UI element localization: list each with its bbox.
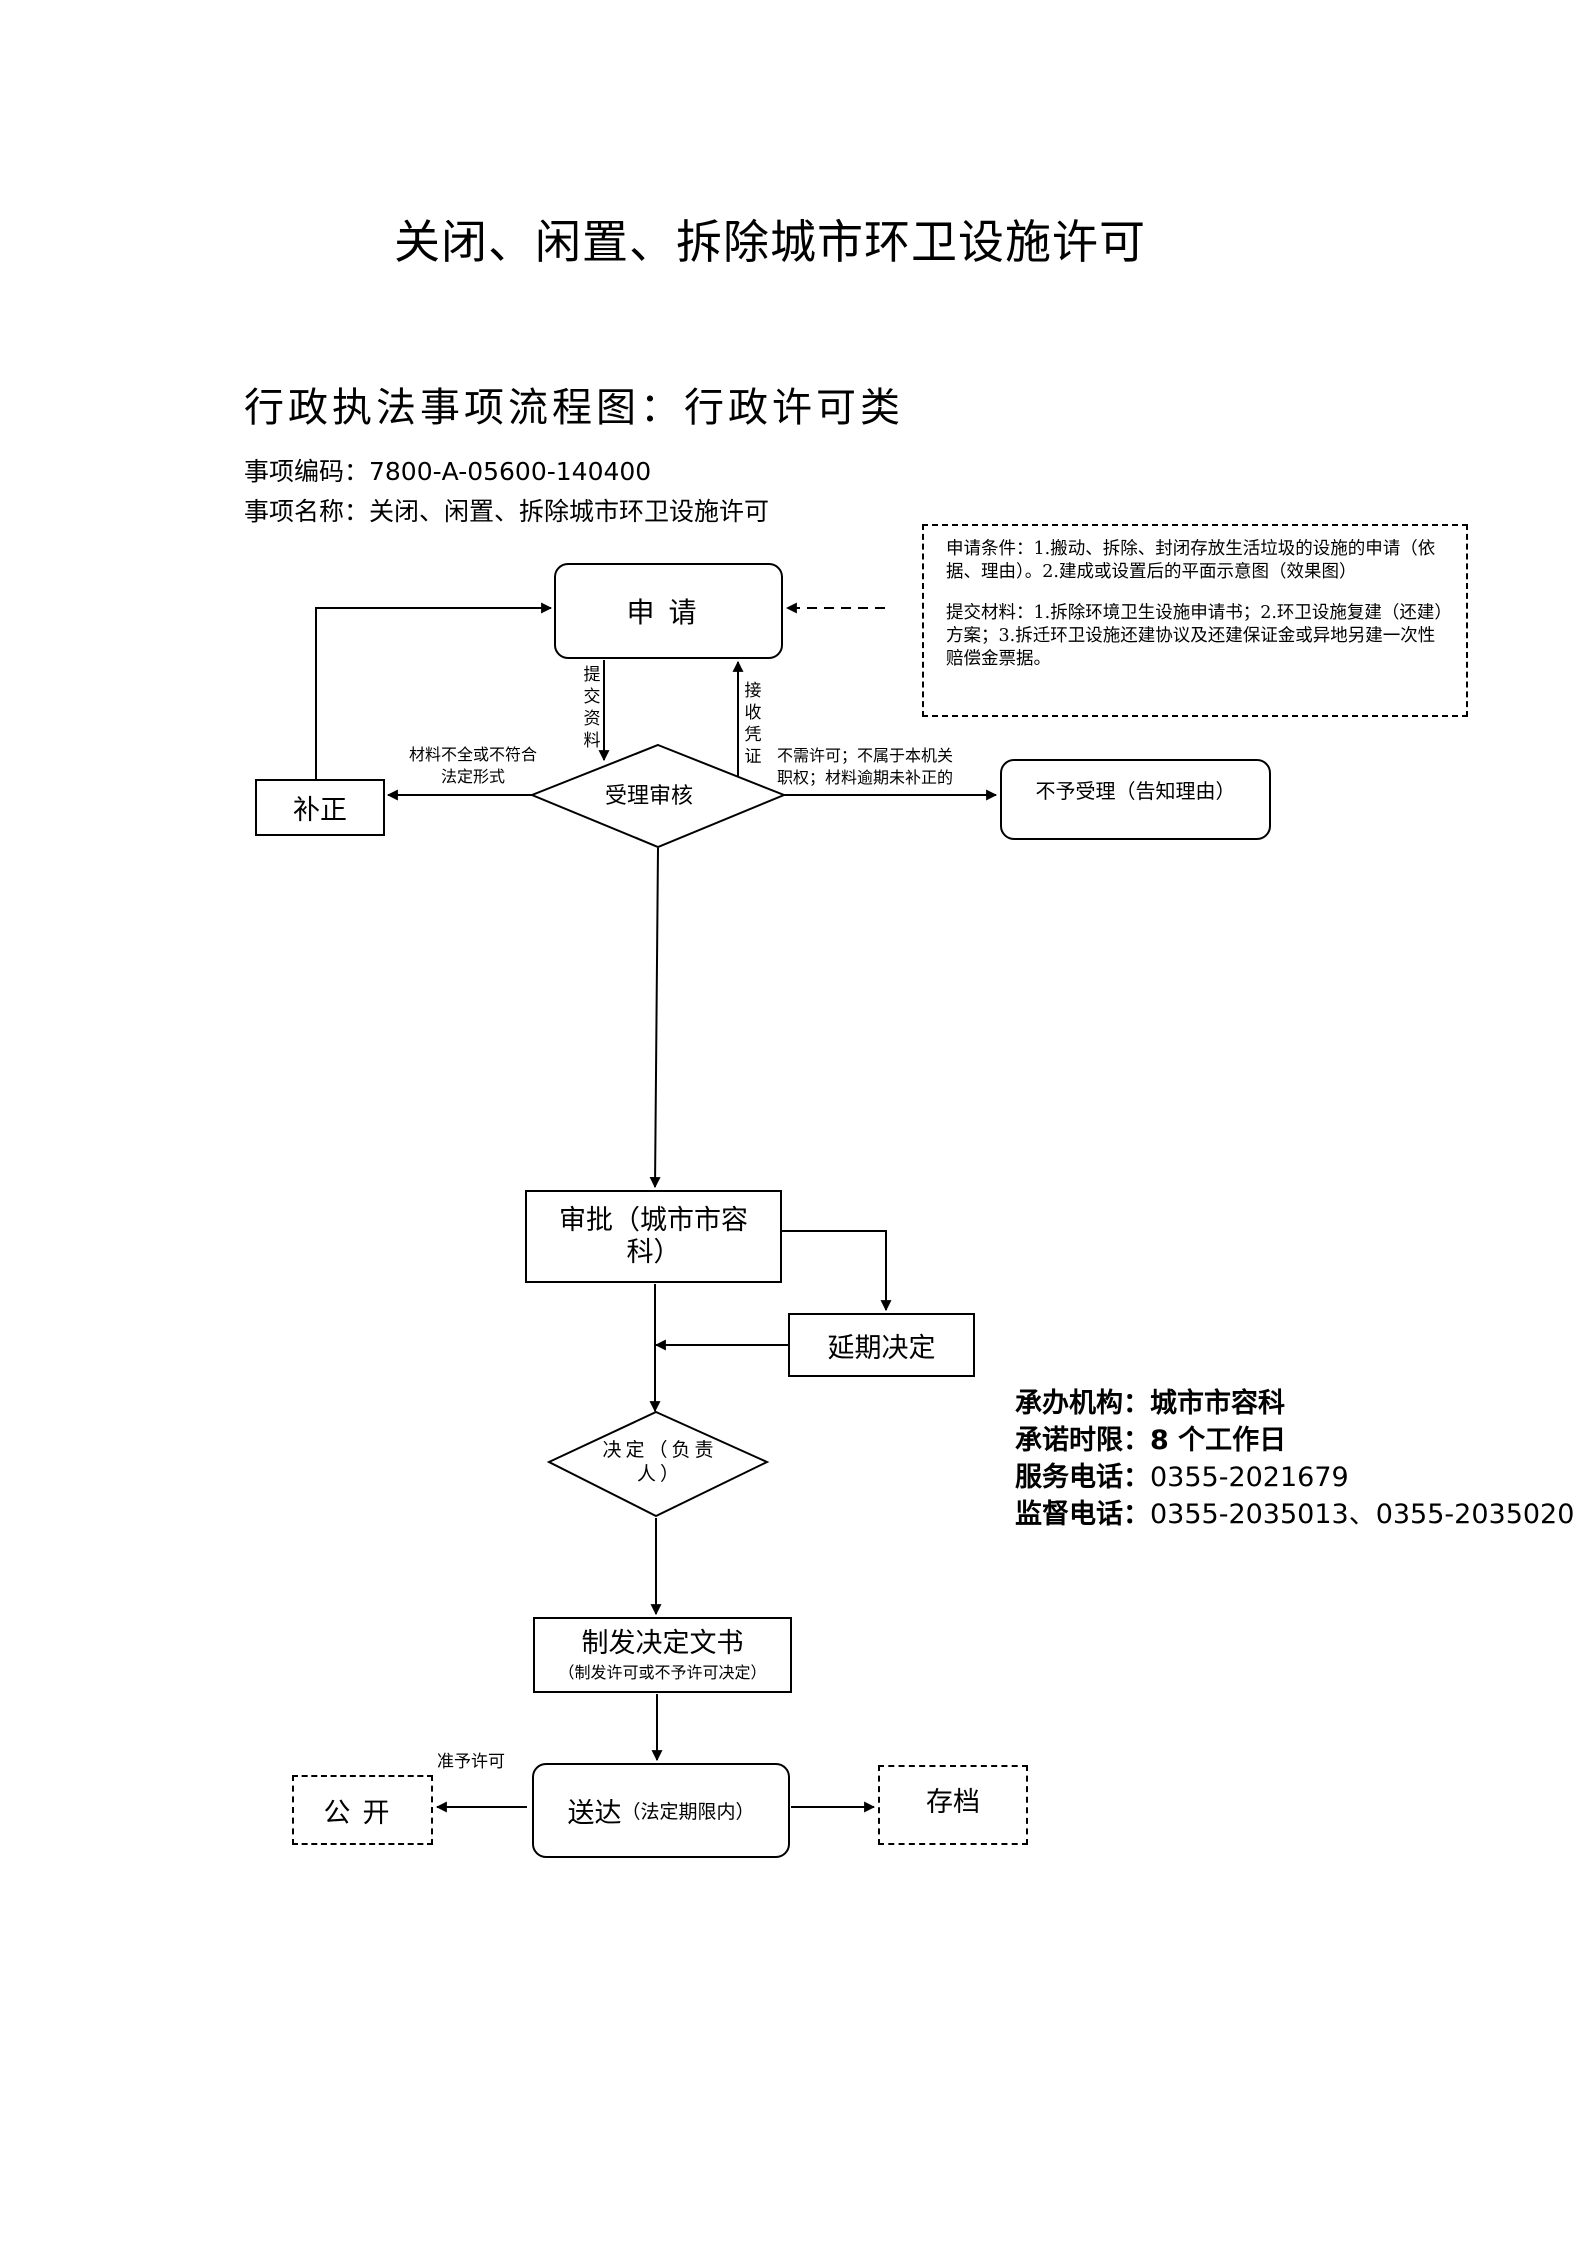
issue-node: 制发决定文书 （制发许可或不予许可决定） bbox=[533, 1617, 792, 1693]
deadline-line: 承诺时限：8 个工作日 bbox=[1015, 1418, 1286, 1457]
approve-node: 审批（城市市容科） bbox=[525, 1190, 782, 1283]
decide-diamond bbox=[546, 1410, 770, 1518]
issue-node-title: 制发决定文书 bbox=[581, 1628, 744, 1659]
supervise-phone-value: 0355-2035013、0355-2035020 bbox=[1150, 1499, 1575, 1530]
agency-value: 城市市容科 bbox=[1150, 1388, 1285, 1419]
grant-label: 准予许可 bbox=[437, 1752, 505, 1772]
review-diamond bbox=[529, 743, 787, 849]
public-node: 公开 bbox=[292, 1775, 433, 1845]
flowchart-subtitle: 行政执法事项流程图：行政许可类 bbox=[244, 385, 904, 431]
extend-node: 延期决定 bbox=[788, 1313, 975, 1377]
deadline-value: 8 个工作日 bbox=[1150, 1425, 1287, 1456]
reject-label-1: 不需许可；不属于本机关 bbox=[777, 746, 954, 765]
submit-label: 提交资料 bbox=[583, 665, 601, 751]
approve-extend-arrow bbox=[782, 1230, 892, 1312]
deadline-label: 承诺时限： bbox=[1015, 1425, 1150, 1456]
decide-node-label: 决定（负责人） bbox=[602, 1439, 718, 1485]
reject-label-2: 职权；材料逾期未补正的 bbox=[777, 768, 954, 787]
supervise-phone-line: 监督电话：0355-2035013、0355-2035020 bbox=[1015, 1492, 1574, 1531]
item-code: 事项编码：7800-A-05600-140400 bbox=[244, 457, 652, 486]
archive-node: 存档 bbox=[878, 1765, 1028, 1845]
agency-label: 承办机构： bbox=[1015, 1388, 1150, 1419]
supervise-phone-label: 监督电话： bbox=[1015, 1499, 1150, 1530]
apply-node: 申请 bbox=[554, 563, 783, 659]
conditions-note-box: 申请条件：1.搬动、拆除、封闭存放生活垃圾的设施的申请（依据、理由）。2.建成或… bbox=[922, 524, 1468, 717]
fix-loop-arrow bbox=[315, 602, 553, 779]
materials-text: 提交材料：1.拆除环境卫生设施申请书；2.环卫设施复建（还建）方案；3.拆迁环卫… bbox=[946, 603, 1444, 669]
review-approve-arrow bbox=[649, 847, 661, 1189]
incomplete-label-1: 材料不全或不符合 bbox=[408, 745, 537, 764]
service-phone-line: 服务电话：0355-2021679 bbox=[1015, 1455, 1349, 1494]
review-node-label: 受理审核 bbox=[604, 784, 693, 809]
document-title: 关闭、闲置、拆除城市环卫设施许可 bbox=[394, 215, 1146, 269]
deliver-node-subtitle: （法定期限内） bbox=[621, 1801, 755, 1823]
issue-node-subtitle: （制发许可或不予许可决定） bbox=[558, 1663, 767, 1682]
reject-node: 不予受理（告知理由） bbox=[1000, 759, 1271, 840]
item-name: 事项名称：关闭、闲置、拆除城市环卫设施许可 bbox=[244, 497, 770, 526]
service-phone-label: 服务电话： bbox=[1015, 1462, 1150, 1493]
incomplete-label-2: 法定形式 bbox=[440, 767, 505, 786]
receipt-label: 接收凭证 bbox=[744, 681, 762, 767]
conditions-text: 申请条件：1.搬动、拆除、封闭存放生活垃圾的设施的申请（依据、理由）。2.建成或… bbox=[946, 539, 1436, 582]
fix-node: 补正 bbox=[255, 779, 385, 836]
service-phone-value: 0355-2021679 bbox=[1150, 1462, 1349, 1493]
deliver-node: 送达（法定期限内） bbox=[532, 1763, 790, 1858]
agency-line: 承办机构：城市市容科 bbox=[1015, 1381, 1285, 1420]
deliver-node-title: 送达 bbox=[567, 1798, 622, 1829]
